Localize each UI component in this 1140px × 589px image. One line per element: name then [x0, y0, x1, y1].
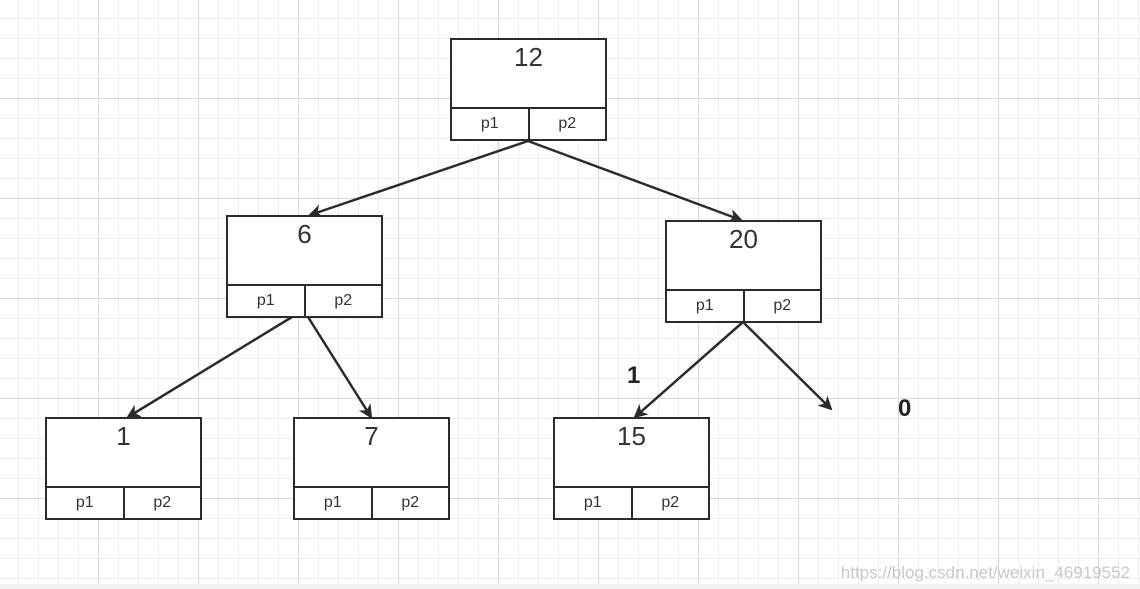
node-value: 20 — [729, 224, 758, 254]
tree-node: 7 p1 p2 — [293, 417, 450, 520]
tree-node: 6 p1 p2 — [226, 215, 383, 318]
pointer-p1: p1 — [665, 291, 743, 323]
watermark-text: https://blog.csdn.net/weixin_46919552 — [840, 563, 1130, 582]
node-value: 15 — [617, 421, 646, 451]
node-value: 6 — [297, 219, 312, 249]
pointer-p2: p2 — [527, 109, 607, 141]
bottom-strip — [0, 584, 1140, 589]
node-pointers: p1 p2 — [226, 284, 383, 318]
node-value: 12 — [514, 42, 543, 72]
tree-node: 20 p1 p2 — [665, 220, 822, 323]
tree-node: 1 p1 p2 — [45, 417, 202, 520]
pointer-p2: p2 — [742, 291, 822, 323]
pointer-p2: p2 — [630, 488, 710, 520]
pointer-p2: p2 — [122, 488, 202, 520]
node-pointers: p1 p2 — [293, 486, 450, 520]
node-value: 1 — [116, 421, 131, 451]
tree-node: 12 p1 p2 — [450, 38, 607, 141]
node-pointers: p1 p2 — [665, 289, 822, 323]
pointer-p2: p2 — [303, 286, 383, 318]
edge-20-to-empty — [742, 321, 833, 411]
pointer-p1: p1 — [450, 109, 528, 141]
pointer-p1: p1 — [293, 488, 371, 520]
tree-node: 15 p1 p2 — [553, 417, 710, 520]
edge-12-to-20 — [527, 139, 743, 223]
edge-label-left: 1 — [627, 362, 641, 389]
node-value: 7 — [364, 421, 379, 451]
pointer-p2: p2 — [370, 488, 450, 520]
pointer-p1: p1 — [226, 286, 304, 318]
pointer-p1: p1 — [45, 488, 123, 520]
edge-12-to-6 — [308, 139, 529, 218]
edge-6-to-7 — [306, 316, 373, 419]
node-pointers: p1 p2 — [553, 486, 710, 520]
edge-label-right: 0 — [898, 395, 912, 422]
pointer-p1: p1 — [553, 488, 631, 520]
node-pointers: p1 p2 — [45, 486, 202, 520]
edge-6-to-1 — [126, 315, 293, 419]
edge-20-to-15 — [633, 321, 744, 419]
node-pointers: p1 p2 — [450, 107, 607, 141]
